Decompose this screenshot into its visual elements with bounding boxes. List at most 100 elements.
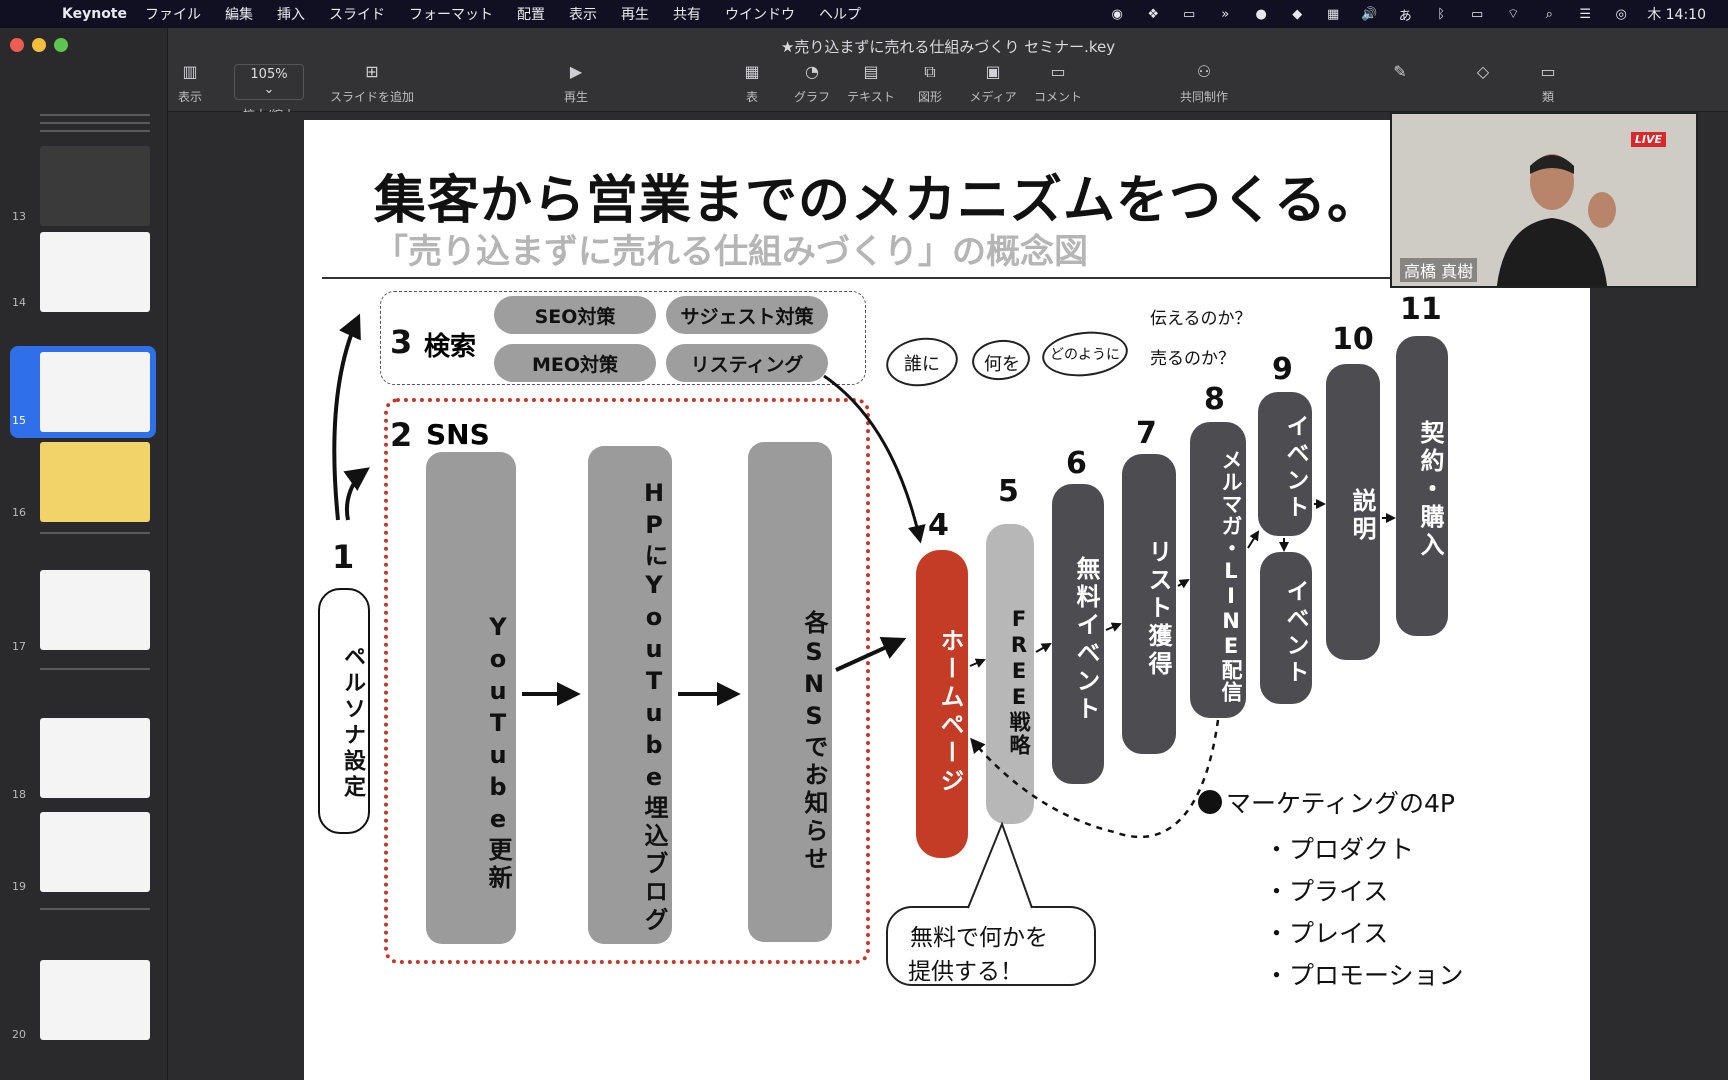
search-icon[interactable]: ⌕ <box>1545 6 1553 22</box>
slide-thumbnail-15[interactable] <box>40 352 150 432</box>
menu-bar: Keynote ファイル 編集 挿入 スライド フォーマット 配置 表示 再生 … <box>0 0 1728 28</box>
persona-box: ペルソナ設定 <box>318 588 370 834</box>
document-button[interactable]: ▭ 類 <box>1534 62 1562 105</box>
record-status-icon[interactable]: ◆ <box>1292 6 1303 22</box>
bluetooth-icon[interactable]: ᛒ <box>1437 6 1446 22</box>
keynote-window: 13 14 15 16 17 18 19 20 ★売り込まずに売れる仕組みづくり… <box>0 28 1728 1080</box>
document-title: ★売り込まずに売れる仕組みづくり セミナー.key <box>780 38 1116 56</box>
chart-button[interactable]: ◔ グラフ <box>793 62 830 104</box>
add-slide-button[interactable]: ⊞ スライドを追加 <box>324 62 420 105</box>
clock[interactable]: 木 14:10 <box>1647 7 1706 23</box>
screen-record-icon[interactable]: ◉ <box>1111 6 1123 22</box>
step-8-number: 8 <box>1204 382 1225 417</box>
app-menu[interactable]: Keynote <box>62 6 127 22</box>
zoom-button[interactable] <box>54 38 68 52</box>
slide[interactable]: 集客から営業までのメカニズムをつくる。 「売り込まずに売れる仕組みづくり」の概念… <box>304 120 1590 1080</box>
menu-share[interactable]: 共有 <box>673 7 701 23</box>
control-center-icon[interactable]: ☰ <box>1579 6 1592 22</box>
menu-help[interactable]: ヘルプ <box>819 7 861 23</box>
bullet-dot <box>1198 790 1222 814</box>
format-brush-button[interactable]: ✎ <box>1388 62 1412 88</box>
what-text: 何を <box>984 354 1020 375</box>
slide-number: 16 <box>12 506 26 519</box>
paintbrush-icon: ✎ <box>1393 62 1407 81</box>
table-icon: ▦ <box>744 62 760 81</box>
convey-text: 伝えるのか？ <box>1150 309 1252 329</box>
fourp-price: ・プライス <box>1264 877 1389 906</box>
grid-icon[interactable]: ▦ <box>1327 6 1340 22</box>
slide-thumbnail-19[interactable] <box>40 812 150 892</box>
sell-text: 売るのか？ <box>1150 349 1235 369</box>
step-8-mailmag-line: メルマガ・LINE配信 <box>1190 422 1246 718</box>
battery-icon[interactable]: ▭ <box>1471 6 1484 22</box>
menu-view[interactable]: 表示 <box>569 7 597 23</box>
app-name: Keynote <box>62 6 127 22</box>
shape-button[interactable]: ⧉ 図形 <box>910 62 950 105</box>
slide-number: 17 <box>12 640 26 653</box>
menu-arrange[interactable]: 配置 <box>517 7 545 23</box>
presenter-name: 高橋 真樹 <box>1400 258 1478 282</box>
how-text: どのように <box>1050 347 1120 363</box>
callout-bubble <box>886 906 1096 986</box>
shape-icon: ⧉ <box>924 62 936 81</box>
slide-thumbnail-17[interactable] <box>40 570 150 650</box>
animate-button[interactable]: ◇ <box>1468 62 1498 88</box>
comment-button[interactable]: ▭ コメント <box>1028 62 1088 105</box>
play-button[interactable]: ▶ 再生 <box>560 62 592 105</box>
slide-thumbnail-20[interactable] <box>40 960 150 1040</box>
collaborate-button[interactable]: ⚇ 共同制作 <box>1174 62 1234 105</box>
menu-play[interactable]: 再生 <box>621 7 649 23</box>
callout-pointer <box>967 821 1033 909</box>
live-badge: LIVE <box>1630 132 1666 147</box>
menu-insert[interactable]: 挿入 <box>277 7 305 23</box>
step-4-number: 4 <box>928 508 949 543</box>
step-6-number: 6 <box>1066 446 1087 481</box>
sns-number: 2 <box>390 416 413 454</box>
menu-slide[interactable]: スライド <box>329 7 385 23</box>
input-method-icon[interactable]: あ <box>1398 8 1412 24</box>
text-button[interactable]: ▤ テキスト <box>847 62 895 104</box>
title-divider <box>322 277 1434 279</box>
minimize-button[interactable] <box>32 38 46 52</box>
chart-icon: ◔ <box>805 62 819 81</box>
fourp-place: ・プレイス <box>1264 919 1389 948</box>
status-area: ◉ ❖ ▭ » ● ◆ ▦ 🔊 あ ᛒ ▭ ⌔ ⌕ ☰ ◎ 木 14:10 <box>1107 4 1706 24</box>
step-10-explanation: 説明 <box>1326 364 1380 660</box>
skipped-slides-divider <box>40 114 150 116</box>
menu-format[interactable]: フォーマット <box>409 7 493 23</box>
slide-number: 19 <box>12 880 26 893</box>
close-button[interactable] <box>10 38 24 52</box>
step-7-list-acquisition: リスト獲得 <box>1122 454 1176 754</box>
slide-thumbnail-14[interactable] <box>40 232 150 312</box>
step-10-number: 10 <box>1332 322 1374 357</box>
fourp-title: マーケティングの4P <box>1226 789 1455 818</box>
slide-title: 集客から営業までのメカニズムをつくる。 <box>374 171 1380 231</box>
transfer-icon[interactable]: » <box>1221 6 1230 22</box>
media-button[interactable]: ▣ メディア <box>969 62 1017 104</box>
siri-icon[interactable]: ◎ <box>1615 6 1627 22</box>
presenter-webcam: LIVE 高橋 真樹 <box>1390 112 1698 288</box>
skipped-slides-divider <box>40 908 150 910</box>
wifi-icon[interactable]: ⌔ <box>1507 7 1520 22</box>
app-status-icon[interactable]: ● <box>1255 6 1267 22</box>
sidebar-icon: ▥ <box>182 62 198 81</box>
slide-thumbnail-13[interactable] <box>40 146 150 226</box>
menu-edit[interactable]: 編集 <box>225 7 253 23</box>
volume-icon[interactable]: 🔊 <box>1361 6 1378 22</box>
table-button[interactable]: ▦ 表 <box>742 62 762 105</box>
sns-label: SNS <box>426 418 490 451</box>
view-button[interactable]: ▥ 表示 <box>172 62 208 105</box>
skipped-slides-divider <box>40 668 150 670</box>
step-6-free-event: 無料イベント <box>1052 484 1104 784</box>
slide-thumbnail-18[interactable] <box>40 718 150 798</box>
toolbar: ★売り込まずに売れる仕組みづくり セミナー.key ▥ 表示 105% ⌄ 拡大… <box>168 28 1728 122</box>
slide-thumbnail-16[interactable] <box>40 442 150 522</box>
step-11-number: 11 <box>1400 292 1442 327</box>
callout-line-2: 提供する！ <box>908 959 1023 985</box>
slide-subtitle: 「売り込まずに売れる仕組みづくり」の概念図 <box>374 232 1088 272</box>
listing-pill: リスティング <box>666 344 828 382</box>
dropbox-icon[interactable]: ❖ <box>1147 6 1160 22</box>
menu-window[interactable]: ウインドウ <box>725 7 795 23</box>
menu-file[interactable]: ファイル <box>145 7 201 23</box>
display-icon[interactable]: ▭ <box>1183 6 1196 22</box>
